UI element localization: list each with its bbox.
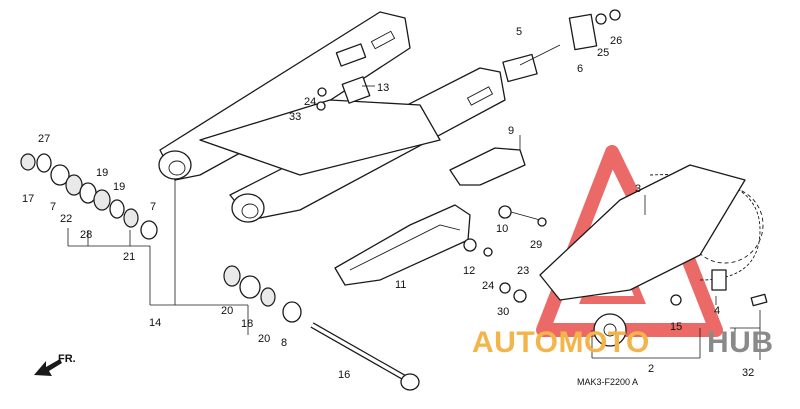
pivot-bearing-stack-lower xyxy=(223,265,302,323)
nut-26 xyxy=(609,9,621,21)
callout-8: 8 xyxy=(281,337,287,349)
callout-33: 33 xyxy=(289,111,301,123)
callout-5: 5 xyxy=(516,26,522,38)
callout-2: 2 xyxy=(648,363,654,375)
callout-12: 12 xyxy=(463,265,475,277)
bearing-21 xyxy=(123,208,139,228)
axle-slot-right xyxy=(466,86,494,106)
callout-21: 21 xyxy=(123,251,135,263)
collar-7b xyxy=(140,220,158,240)
seal-27 xyxy=(36,153,52,173)
nut-25 xyxy=(595,13,607,25)
collar-8 xyxy=(282,301,302,323)
callout-3: 3 xyxy=(635,183,641,195)
pivot-bolt-head xyxy=(400,373,420,391)
axle-slot-left xyxy=(370,30,396,50)
watermark-text-secondary: HUB xyxy=(707,326,774,359)
diagram-code: MAK3-F2200 A xyxy=(577,377,638,387)
bracket-upper xyxy=(335,43,367,67)
watermark-text: AUTOMOTO HUB xyxy=(472,326,774,359)
swingarm xyxy=(158,11,506,223)
plate-4 xyxy=(711,269,727,291)
nut-12 xyxy=(463,238,477,252)
callout-29: 29 xyxy=(530,239,542,251)
front-arrow-icon xyxy=(34,359,62,376)
front-direction-label: FR. xyxy=(58,353,76,365)
callout-28: 28 xyxy=(80,229,92,241)
swingarm-cross-member xyxy=(199,99,441,176)
callout-25: 25 xyxy=(597,47,609,59)
callout-7b: 7 xyxy=(150,201,156,213)
bushing-18 xyxy=(239,275,261,299)
bearing-20a xyxy=(223,265,241,287)
callout-9: 9 xyxy=(508,125,514,137)
seal-19b xyxy=(109,199,125,219)
callout-7: 7 xyxy=(50,201,56,213)
front-direction-arrow: FR. xyxy=(34,353,76,376)
callout-14: 14 xyxy=(149,317,161,329)
callout-32: 32 xyxy=(742,367,754,379)
callout-15: 15 xyxy=(670,321,682,333)
bolt-15 xyxy=(670,294,682,306)
chain-guide xyxy=(449,147,526,186)
callout-17: 17 xyxy=(22,193,34,205)
fasteners xyxy=(316,87,768,307)
callouts: 2 3 4 5 6 7 7 8 9 10 11 12 13 14 15 16 1… xyxy=(22,26,754,381)
pivot-tube-right-bore xyxy=(241,203,259,219)
callout-24: 24 xyxy=(482,280,494,292)
bolt-10-head xyxy=(498,205,512,219)
bearing-19a xyxy=(93,189,111,211)
bolt-29 xyxy=(537,217,547,227)
collar-7 xyxy=(50,164,70,186)
callout-19a: 19 xyxy=(96,167,108,179)
washer-30 xyxy=(499,282,511,294)
callout-26: 26 xyxy=(610,35,622,47)
callout-20b: 20 xyxy=(258,333,270,345)
callout-11: 11 xyxy=(395,279,406,291)
watermark-text-primary: AUTOMOTO xyxy=(472,326,650,359)
pivot-tube-left-bore xyxy=(168,160,186,176)
callout-20a: 20 xyxy=(221,305,233,317)
drive-sprocket-hub xyxy=(603,323,617,337)
callout-6: 6 xyxy=(577,63,583,75)
callout-18: 18 xyxy=(241,318,253,330)
bolt-24 xyxy=(483,247,493,257)
chain-case xyxy=(539,164,746,301)
callout-22: 22 xyxy=(60,213,72,225)
chain-adjuster xyxy=(502,53,538,83)
adjuster-plate xyxy=(568,13,598,51)
callout-19b: 19 xyxy=(113,181,125,193)
callout-23: 23 xyxy=(517,265,529,277)
callout-13: 13 xyxy=(377,82,389,94)
drive-sprocket xyxy=(593,313,627,347)
callout-4: 4 xyxy=(714,305,720,317)
cap-17 xyxy=(20,153,36,171)
callout-10: 10 xyxy=(496,223,508,235)
callout-30: 30 xyxy=(497,306,509,318)
bolt-24b xyxy=(316,101,326,111)
chain-slider-groove xyxy=(349,224,461,271)
leader-lines xyxy=(67,85,761,360)
callout-27: 27 xyxy=(38,133,50,145)
callout-24b: 24 xyxy=(304,96,316,108)
bolt-23 xyxy=(513,289,527,303)
bearing-20b xyxy=(260,287,276,307)
pivot-bearing-stack xyxy=(20,153,158,240)
chain-label-32 xyxy=(750,293,768,307)
bolt-33 xyxy=(317,87,327,97)
callout-16: 16 xyxy=(338,369,350,381)
chain-slider xyxy=(334,204,471,286)
bearing-22 xyxy=(65,174,83,196)
